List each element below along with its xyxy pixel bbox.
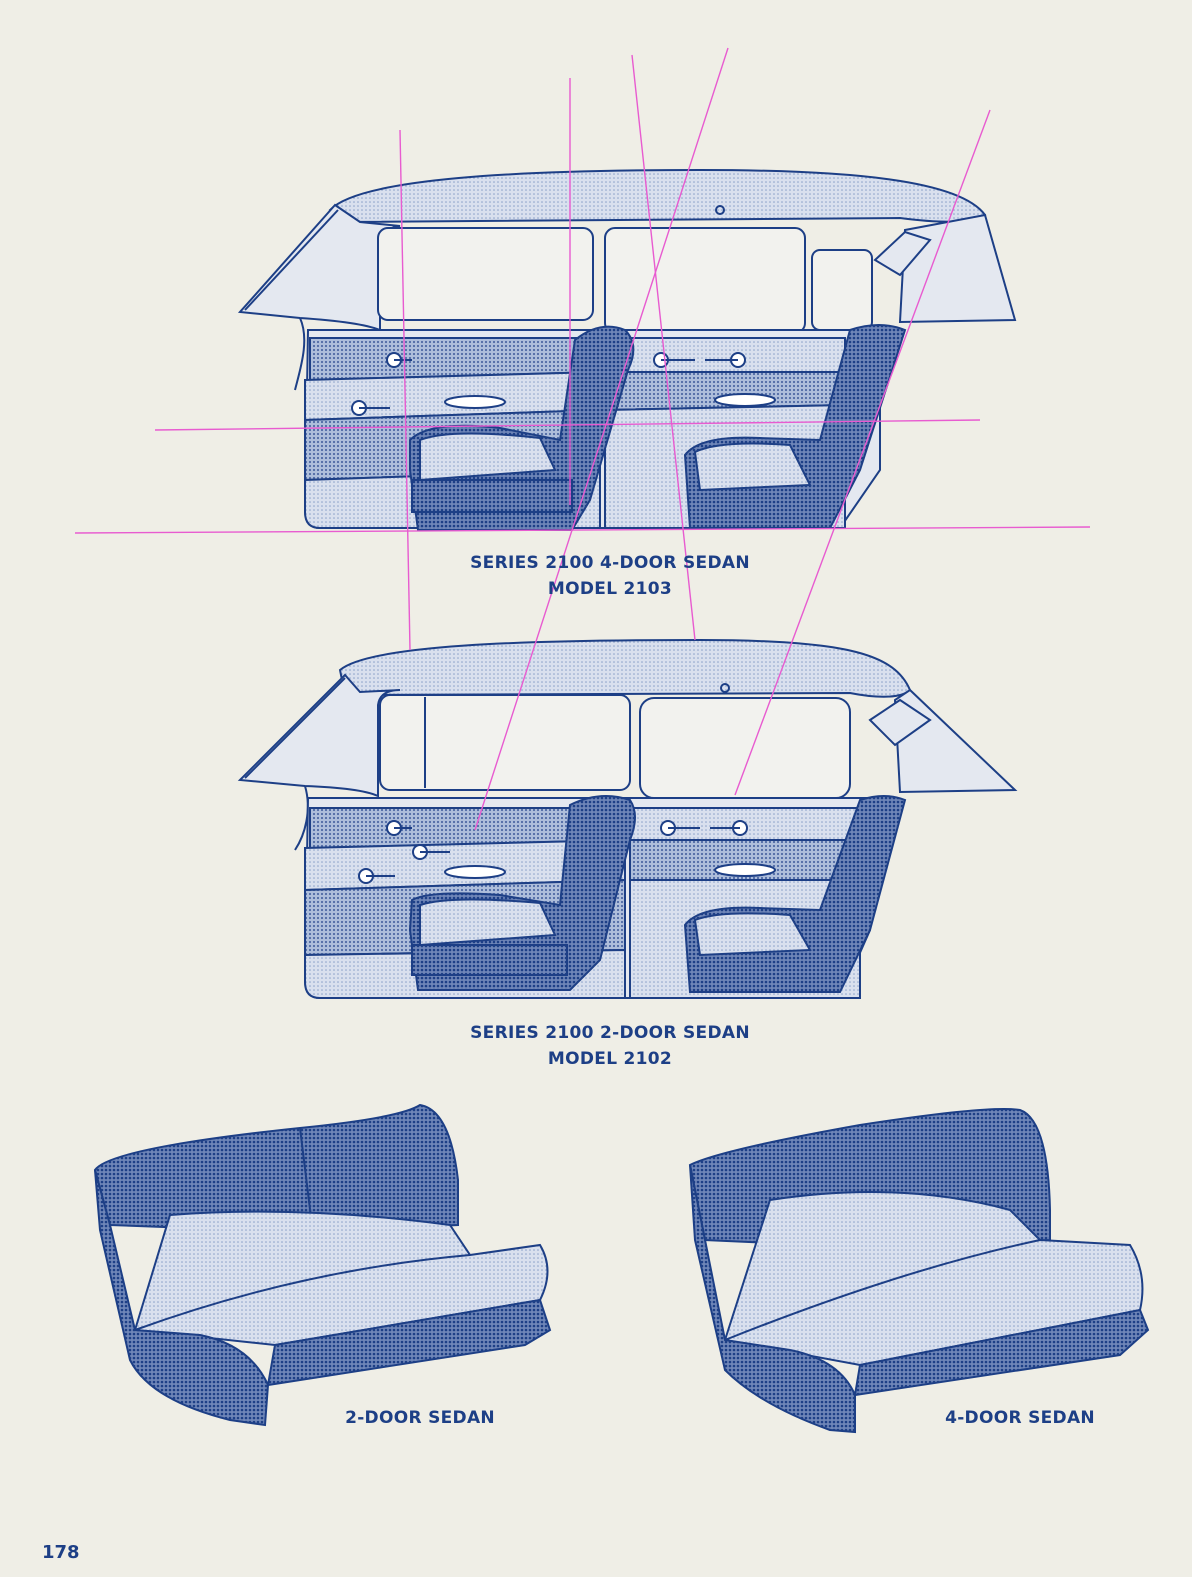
two-door-series-label: SERIES 2100 2-DOOR SEDAN (470, 1023, 750, 1043)
two-door-interior-illustration (237, 638, 1018, 999)
four-door-rear-seat-illustration (688, 1108, 1150, 1434)
page-number: 178 (42, 1542, 80, 1563)
two-door-interior-caption: SERIES 2100 2-DOOR SEDAN MODEL 2102 (390, 1020, 830, 1072)
four-door-series-label: SERIES 2100 4-DOOR SEDAN (470, 553, 750, 573)
four-door-interior-illustration (237, 168, 1017, 531)
guide-lines (74, 47, 1091, 831)
two-door-rear-seat-caption: 2-DOOR SEDAN (320, 1405, 520, 1431)
two-door-seat-label: 2-DOOR SEDAN (345, 1408, 495, 1428)
four-door-rear-seat-caption: 4-DOOR SEDAN (920, 1405, 1120, 1431)
four-door-interior-caption: SERIES 2100 4-DOOR SEDAN MODEL 2103 (390, 550, 830, 602)
two-door-rear-seat-illustration (93, 1103, 552, 1427)
four-door-model-label: MODEL 2103 (547, 579, 673, 599)
two-door-model-label: MODEL 2102 (547, 1049, 673, 1069)
four-door-seat-label: 4-DOOR SEDAN (945, 1408, 1095, 1428)
